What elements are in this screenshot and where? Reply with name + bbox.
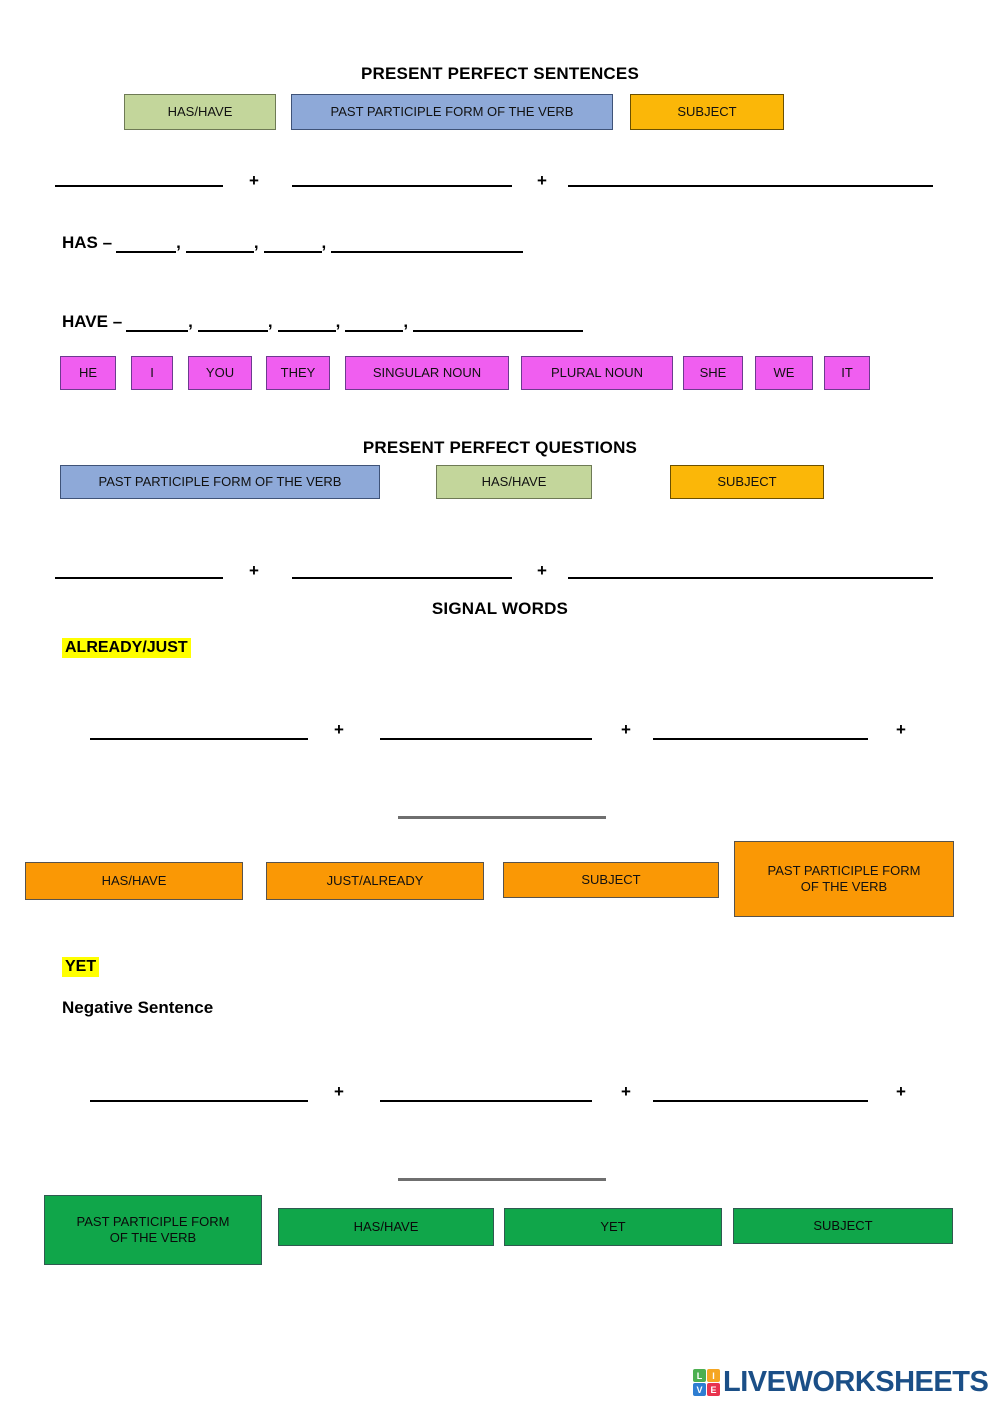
answer-blank-already-3[interactable] — [653, 738, 868, 740]
liveworksheets-logo[interactable]: L I V E LIVEWORKSHEETS — [693, 1366, 989, 1399]
comma: , — [321, 233, 327, 252]
plus-sign: + — [896, 1082, 906, 1101]
answer-blank-already-1[interactable] — [90, 738, 308, 740]
logo-tile-l: L — [693, 1369, 706, 1382]
token-box-subject-sentences[interactable]: SUBJECT — [630, 94, 784, 130]
has-blank-2[interactable] — [185, 236, 254, 253]
logo-tile-e: E — [707, 1383, 720, 1396]
signal-word-yet: YET — [62, 957, 100, 977]
answer-blank-question-3[interactable] — [568, 577, 933, 579]
token-line-1: PAST PARTICIPLE FORM — [767, 862, 921, 878]
has-blank-3[interactable] — [263, 236, 322, 253]
token-box-past-participle-yet[interactable]: PAST PARTICIPLE FORM OF THE VERB — [44, 1195, 262, 1265]
has-label: HAS – — [62, 233, 113, 252]
token-box-past-participle-sentences[interactable]: PAST PARTICIPLE FORM OF THE VERB — [291, 94, 613, 130]
plus-sign: + — [537, 171, 547, 190]
answer-blank-sentence-3[interactable] — [568, 185, 933, 187]
plus-sign: + — [334, 720, 344, 739]
logo-tiles-icon: L I V E — [693, 1369, 720, 1396]
answer-blank-yet-1[interactable] — [90, 1100, 308, 1102]
answer-blank-yet-2[interactable] — [380, 1100, 592, 1102]
token-line-2: OF THE VERB — [800, 879, 888, 894]
plus-sign: + — [249, 171, 259, 190]
logo-tile-v: V — [693, 1383, 706, 1396]
token-box-has-have-already[interactable]: HAS/HAVE — [25, 862, 243, 900]
token-box-yet[interactable]: YET — [504, 1208, 722, 1246]
page-title-present-perfect-sentences: PRESENT PERFECT SENTENCES — [361, 64, 639, 83]
token-box-has-have-yet[interactable]: HAS/HAVE — [278, 1208, 494, 1246]
have-blank-1[interactable] — [126, 315, 189, 332]
token-box-has-have-questions[interactable]: HAS/HAVE — [436, 465, 592, 499]
have-list-row: HAVE – , , , , — [62, 312, 584, 332]
token-line-1: PAST PARTICIPLE FORM — [76, 1213, 230, 1229]
have-blank-long[interactable] — [413, 315, 584, 332]
pronoun-box-she[interactable]: SHE — [683, 356, 743, 390]
logo-wordmark: LIVEWORKSHEETS — [723, 1366, 989, 1398]
plus-sign: + — [621, 720, 631, 739]
comma: , — [403, 312, 409, 331]
subtitle-negative-sentence: Negative Sentence — [62, 998, 214, 1017]
token-box-subject-yet[interactable]: SUBJECT — [733, 1208, 953, 1244]
plus-sign: + — [621, 1082, 631, 1101]
comma: , — [188, 312, 193, 331]
comma: , — [335, 312, 341, 331]
answer-blank-sentence-1[interactable] — [55, 185, 223, 187]
token-box-just-already[interactable]: JUST/ALREADY — [266, 862, 484, 900]
plus-sign: + — [537, 561, 547, 580]
answer-blank-already-2[interactable] — [380, 738, 592, 740]
pronoun-box-it[interactable]: IT — [824, 356, 870, 390]
plus-sign: + — [249, 561, 259, 580]
answer-blank-yet-4[interactable] — [398, 1178, 606, 1181]
pronoun-box-we[interactable]: WE — [755, 356, 813, 390]
token-box-past-participle-questions[interactable]: PAST PARTICIPLE FORM OF THE VERB — [60, 465, 380, 499]
plus-sign: + — [334, 1082, 344, 1101]
comma: , — [176, 233, 181, 252]
page-title-present-perfect-questions: PRESENT PERFECT QUESTIONS — [362, 438, 638, 457]
page-title-signal-words: SIGNAL WORDS — [431, 599, 569, 618]
answer-blank-question-2[interactable] — [292, 577, 512, 579]
token-box-subject-questions[interactable]: SUBJECT — [670, 465, 824, 499]
answer-blank-question-1[interactable] — [55, 577, 223, 579]
pronoun-box-they[interactable]: THEY — [266, 356, 330, 390]
comma: , — [253, 233, 259, 252]
plus-sign: + — [896, 720, 906, 739]
has-list-row: HAS – , , , — [62, 233, 524, 253]
have-blank-4[interactable] — [345, 315, 404, 332]
token-box-subject-already[interactable]: SUBJECT — [503, 862, 719, 898]
answer-blank-already-4[interactable] — [398, 816, 606, 819]
pronoun-box-plural-noun[interactable]: PLURAL NOUN — [521, 356, 673, 390]
pronoun-box-singular-noun[interactable]: SINGULAR NOUN — [345, 356, 509, 390]
has-blank-1[interactable] — [116, 236, 177, 253]
has-blank-long[interactable] — [331, 236, 524, 253]
comma: , — [267, 312, 273, 331]
have-blank-3[interactable] — [277, 315, 336, 332]
have-label: HAVE – — [62, 312, 123, 331]
answer-blank-yet-3[interactable] — [653, 1100, 868, 1102]
signal-word-already-just: ALREADY/JUST — [62, 638, 191, 658]
token-box-past-participle-already[interactable]: PAST PARTICIPLE FORM OF THE VERB — [734, 841, 954, 917]
answer-blank-sentence-2[interactable] — [292, 185, 512, 187]
pronoun-box-you[interactable]: YOU — [188, 356, 252, 390]
have-blank-2[interactable] — [197, 315, 268, 332]
pronoun-box-he[interactable]: HE — [60, 356, 116, 390]
logo-tile-i: I — [707, 1369, 720, 1382]
token-line-2: OF THE VERB — [109, 1230, 197, 1245]
token-box-has-have-sentences[interactable]: HAS/HAVE — [124, 94, 276, 130]
pronoun-box-i[interactable]: I — [131, 356, 173, 390]
